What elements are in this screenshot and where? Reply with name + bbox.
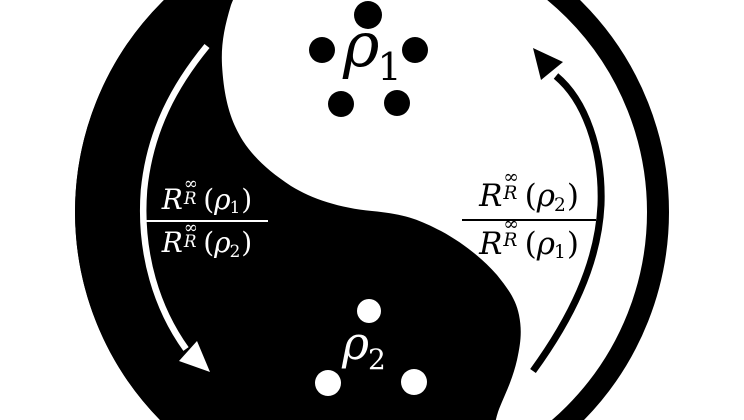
math-scripts: ∞R <box>183 175 201 209</box>
rho2-symbol: ρ <box>342 316 370 370</box>
R-subscript: R <box>503 182 518 204</box>
state-dot <box>357 299 381 323</box>
left-ratio-fraction: R∞R(ρ1) R∞R(ρ2) <box>146 175 268 262</box>
rho-subscript: 1 <box>229 197 241 218</box>
rho2-label: ρ2 <box>342 320 387 374</box>
left-arrow-shaft <box>140 43 210 351</box>
rho-subscript: 2 <box>553 194 566 216</box>
math-R: R <box>479 178 503 214</box>
open-paren: ( <box>203 226 215 260</box>
close-paren: ) <box>241 226 253 260</box>
right-arrowhead-icon <box>533 48 563 80</box>
math-rho: ρ <box>536 225 555 262</box>
infinity-superscript: ∞ <box>183 216 198 237</box>
rho-subscript: 1 <box>553 242 566 264</box>
math-R: R <box>479 225 503 262</box>
infinity-superscript: ∞ <box>503 214 519 236</box>
infinity-superscript: ∞ <box>183 173 198 194</box>
state-dot <box>384 90 410 116</box>
right-ratio-fraction: R∞R(ρ2) R∞R(ρ1) <box>462 168 596 265</box>
state-dot <box>309 37 335 63</box>
math-scripts: ∞R <box>503 216 522 254</box>
close-paren: ) <box>566 225 579 262</box>
right-arrow-shaft <box>530 73 605 374</box>
rho2-dots <box>315 299 427 396</box>
math-rho: ρ <box>214 226 231 260</box>
rho1-subscript: 1 <box>377 45 402 89</box>
state-dot <box>328 91 354 117</box>
math-scripts: ∞R <box>503 168 522 206</box>
state-dot <box>402 37 428 63</box>
rho1-symbol: ρ <box>343 8 380 81</box>
black-half-region <box>75 0 521 420</box>
close-paren: ) <box>241 183 253 216</box>
open-paren: ( <box>524 178 537 214</box>
left-arrowhead-icon <box>179 341 210 372</box>
right-ratio-denominator: R∞R(ρ1) <box>477 216 581 265</box>
left-ratio-numerator: R∞R(ρ1) <box>160 175 254 218</box>
state-dot <box>401 369 427 395</box>
state-dot <box>315 370 341 396</box>
math-scripts: ∞R <box>183 218 201 252</box>
rho-subscript: 2 <box>229 240 241 261</box>
R-subscript: R <box>503 230 518 252</box>
R-subscript: R <box>183 231 197 252</box>
right-ratio-numerator: R∞R(ρ2) <box>477 168 581 217</box>
rho1-dots <box>309 1 428 117</box>
math-rho: ρ <box>536 178 555 214</box>
outer-ring <box>75 0 669 420</box>
left-ratio-denominator: R∞R(ρ2) <box>160 218 254 261</box>
fraction-bar <box>462 218 596 221</box>
math-R: R <box>161 183 183 216</box>
close-paren: ) <box>566 178 579 214</box>
math-R: R <box>161 226 183 260</box>
open-paren: ( <box>203 183 215 216</box>
math-rho: ρ <box>214 183 231 216</box>
rho1-label: ρ1 <box>343 14 404 87</box>
infinity-superscript: ∞ <box>503 166 519 188</box>
state-dot <box>354 1 382 29</box>
R-subscript: R <box>183 187 197 208</box>
rho2-subscript: 2 <box>368 343 386 376</box>
fraction-bar <box>146 220 268 223</box>
open-paren: ( <box>524 225 537 262</box>
